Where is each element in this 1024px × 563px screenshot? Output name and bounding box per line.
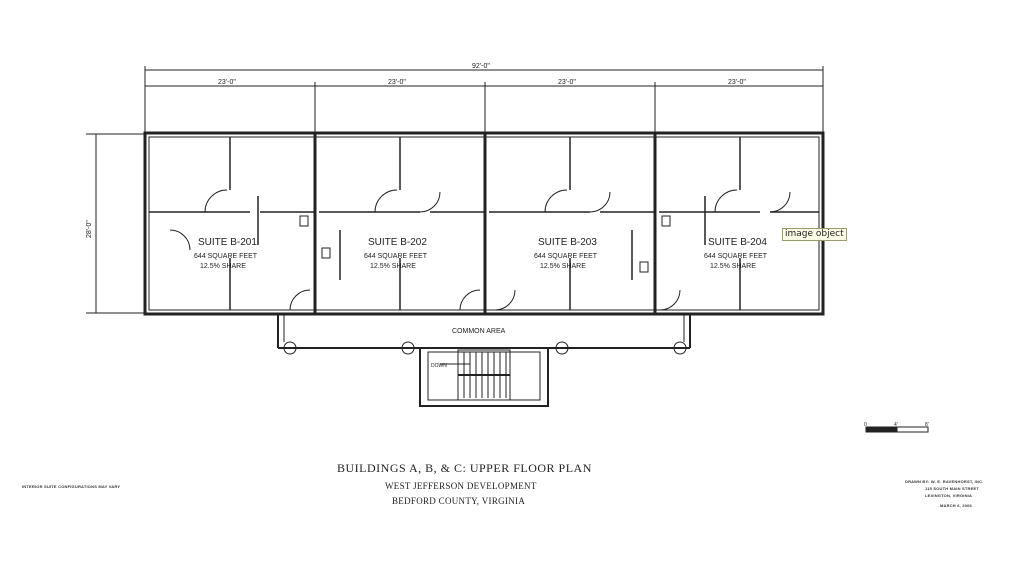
- suite-name-4: SUITE B-204: [708, 237, 767, 248]
- suite-name-2: SUITE B-202: [368, 237, 427, 248]
- bay-dimension-3: 23'-0": [558, 79, 576, 86]
- scale-label-8: 8': [925, 422, 929, 428]
- suite-area-1: 644 SQUARE FEET: [194, 253, 258, 260]
- suite-name-3: SUITE B-203: [538, 237, 597, 248]
- common-area-label: COMMON AREA: [452, 328, 506, 335]
- stair-down-label: DOWN: [431, 363, 447, 369]
- bay-dimension-4: 23'-0": [728, 79, 746, 86]
- interior-config-note: INTERIOR SUITE CONFIGURATIONS MAY VARY: [22, 484, 121, 489]
- drawing-title: BUILDINGS A, B, & C: UPPER FLOOR PLAN: [337, 461, 592, 475]
- suite-share-3: 12.5% SHARE: [540, 263, 586, 270]
- suite-area-4: 644 SQUARE FEET: [704, 253, 768, 260]
- overall-dimension: 92'-0": [472, 63, 490, 70]
- depth-dimension: 28'-0": [86, 220, 93, 238]
- developer-name: WEST JEFFERSON DEVELOPMENT: [385, 481, 537, 491]
- bay-dimension-2: 23'-0": [388, 79, 406, 86]
- suite-area-3: 644 SQUARE FEET: [534, 253, 598, 260]
- drawn-by-line-1: DRAWN BY: W. E. RAVENHORST, INC.: [905, 479, 984, 484]
- scale-label-4: 4': [894, 422, 898, 428]
- suite-share-2: 12.5% SHARE: [370, 263, 416, 270]
- scale-label-0: 0: [864, 422, 867, 428]
- image-object-tooltip: image object: [782, 228, 847, 241]
- suite-share-4: 12.5% SHARE: [710, 263, 756, 270]
- suite-share-1: 12.5% SHARE: [200, 263, 246, 270]
- suite-area-2: 644 SQUARE FEET: [364, 253, 428, 260]
- suite-name-1: SUITE B-201: [198, 237, 257, 248]
- project-location: BEDFORD COUNTY, VIRGINIA: [392, 496, 526, 506]
- drawn-by-line-3: LEXINGTON, VIRGINIA: [925, 493, 973, 498]
- drawn-by-line-2: 115 SOUTH MAIN STREET: [925, 486, 979, 491]
- bay-dimension-1: 23'-0": [218, 79, 236, 86]
- drawn-by-date: MARCH 6, 2006: [940, 503, 972, 508]
